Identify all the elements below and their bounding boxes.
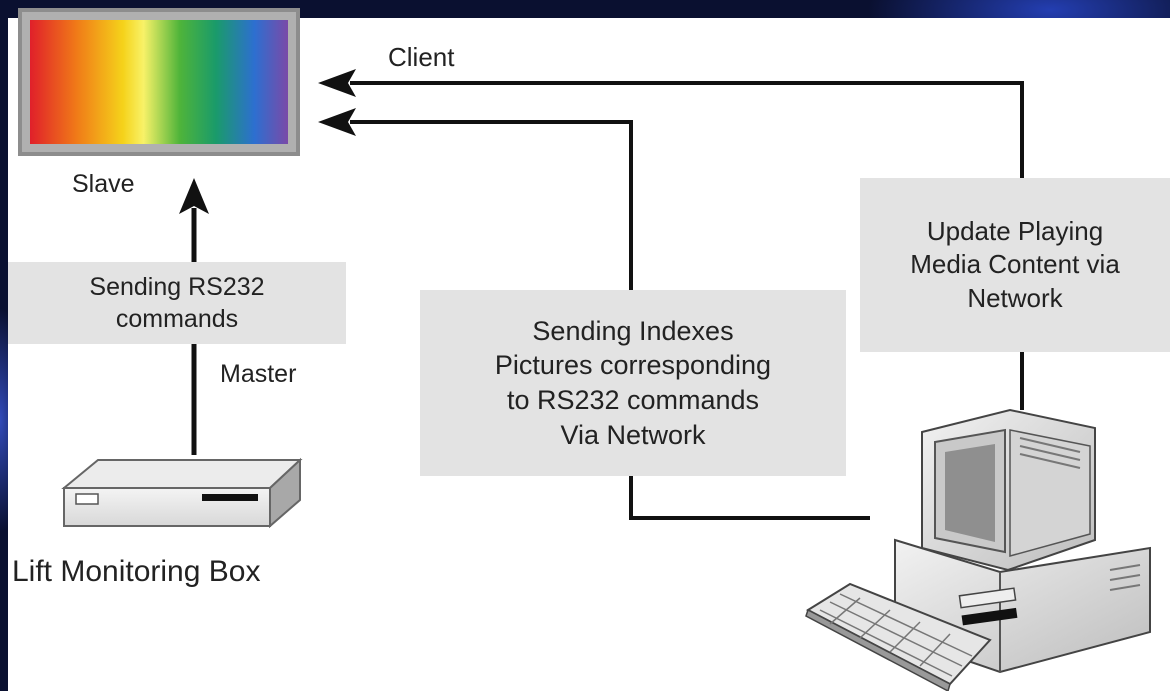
sending-indexes-box: Sending Indexes Pictures corresponding t…	[420, 290, 846, 476]
slave-display-icon	[18, 8, 300, 156]
update-box-line-2: Media Content via	[910, 249, 1120, 280]
computer-icon	[805, 408, 1151, 691]
client-label: Client	[388, 42, 455, 72]
lift-monitoring-box-label: Lift Monitoring Box	[12, 555, 261, 588]
rs232-box-line-2: commands	[115, 305, 239, 333]
lift-monitoring-box-icon	[61, 457, 303, 529]
update-media-box: Update Playing Media Content via Network	[860, 178, 1170, 352]
update-box-line-3: Network	[967, 282, 1063, 313]
client-arrow-head	[318, 69, 356, 97]
update-box-line-1: Update Playing	[926, 216, 1104, 247]
master-label: Master	[220, 360, 297, 388]
indexes-box-line-4: Via Network	[560, 419, 706, 450]
rs232-arrow-head	[179, 178, 209, 214]
slave-label: Slave	[72, 170, 135, 198]
rs232-commands-box: Sending RS232 commands	[8, 262, 346, 344]
indexes-box-line-2: Pictures corresponding	[494, 350, 772, 381]
rs232-box-line-1: Sending RS232	[89, 273, 265, 301]
indexes-box-line-1: Sending Indexes	[532, 315, 734, 346]
indexes-box-line-3: to RS232 commands	[506, 385, 760, 415]
indexes-arrow-head	[318, 108, 356, 136]
